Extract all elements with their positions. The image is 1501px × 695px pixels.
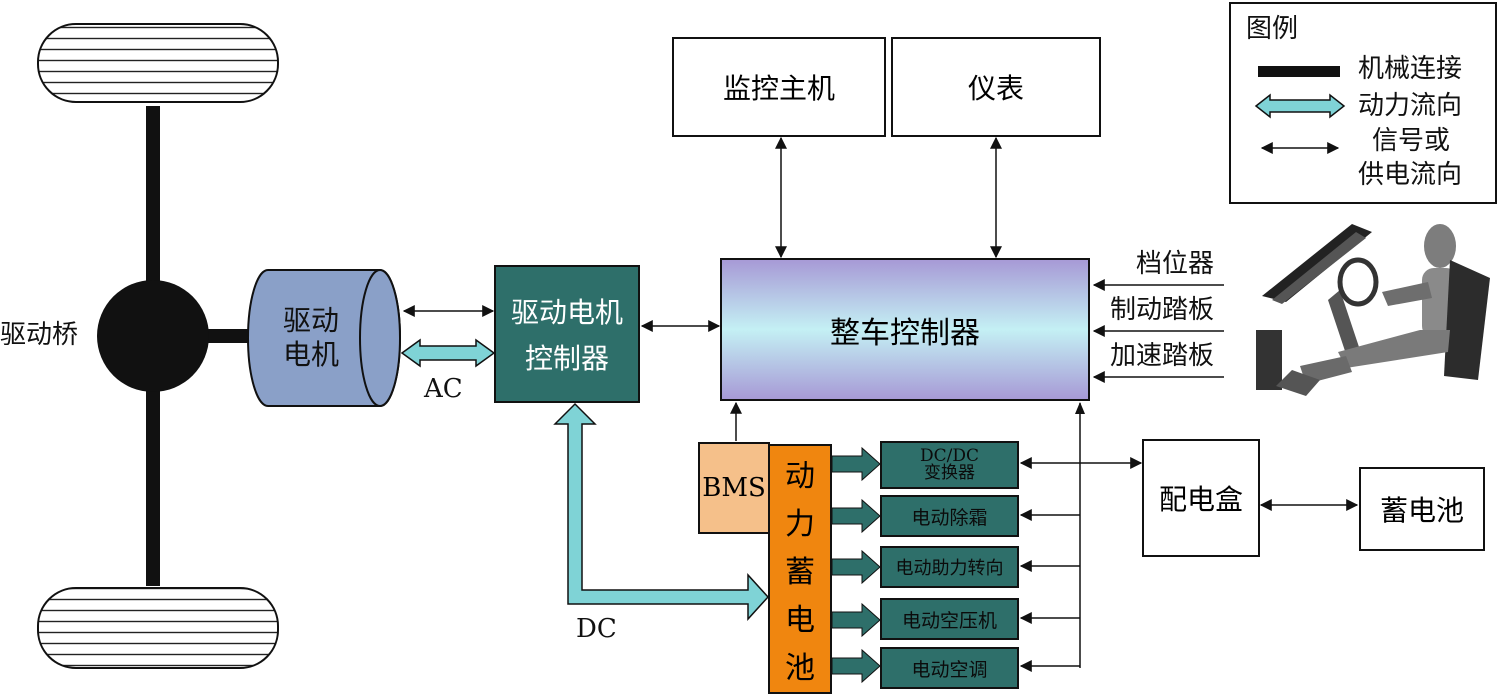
drive-motor-label-line2: 电机 xyxy=(282,338,339,371)
electric-aircon-label: 电动空调 xyxy=(911,658,988,681)
driver-illustration xyxy=(1256,224,1490,396)
distribution-box-label: 配电盒 xyxy=(1158,483,1243,516)
vcu-label: 整车控制器 xyxy=(830,315,980,351)
power-battery-char-5: 池 xyxy=(785,651,815,686)
vcu-bus-arrowhead xyxy=(1075,402,1085,414)
dcdc-converter-box: DC/DC 变换器 xyxy=(880,441,1019,489)
motor-controller-box: 驱动电机 控制器 xyxy=(494,265,640,403)
motor-controller-label-line1: 驱动电机 xyxy=(510,296,623,329)
power-battery-char-3: 蓄 xyxy=(785,555,815,590)
instrument-label: 仪表 xyxy=(967,72,1024,105)
motor-controller-label-line2: 控制器 xyxy=(524,342,609,375)
legend-mechanical-label: 机械连接 xyxy=(1358,54,1463,84)
monitor-host-box: 监控主机 xyxy=(672,37,886,137)
electric-defrost-box: 电动除霜 xyxy=(880,495,1019,537)
electric-compressor-box: 电动空压机 xyxy=(880,598,1019,640)
dc-label: DC xyxy=(576,614,617,644)
brake-pedal-label: 制动踏板 xyxy=(1110,295,1215,325)
bms-label: BMS xyxy=(702,473,766,503)
storage-battery-box: 蓄电池 xyxy=(1359,467,1485,551)
bms-box: BMS xyxy=(698,442,770,534)
battery-load-arrows xyxy=(831,446,881,684)
electric-aircon-box: 电动空调 xyxy=(880,647,1019,689)
axle-to-motor-shaft xyxy=(205,329,250,343)
legend-signal-label-line1: 信号或 xyxy=(1372,126,1451,156)
electric-steering-label: 电动助力转向 xyxy=(895,558,1004,579)
instrument-box: 仪表 xyxy=(891,37,1101,137)
power-battery-char-2: 力 xyxy=(785,507,815,542)
electric-defrost-label: 电动除霜 xyxy=(911,506,988,529)
legend-signal-label-line2: 供电流向 xyxy=(1358,160,1463,190)
drive-motor-label: 驱动 电机 xyxy=(256,298,366,378)
accelerator-pedal-label: 加速踏板 xyxy=(1110,341,1215,371)
drive-axle-label: 驱动桥 xyxy=(0,320,79,350)
power-battery-char-1: 动 xyxy=(785,459,815,494)
ac-power-arrow xyxy=(400,338,496,368)
distribution-box: 配电盒 xyxy=(1142,439,1260,557)
storage-battery-label: 蓄电池 xyxy=(1379,494,1464,527)
legend-power-flow-symbol xyxy=(1254,93,1346,119)
drive-motor-label-line1: 驱动 xyxy=(282,304,339,337)
dcdc-label-line1: DC/DC xyxy=(919,446,979,466)
power-battery-box: 动 力 蓄 电 池 xyxy=(768,444,832,694)
legend-box xyxy=(1229,2,1497,204)
drive-motor-shape xyxy=(247,269,401,407)
dcdc-label-line2: 变换器 xyxy=(924,463,975,483)
bottom-wheel xyxy=(37,587,279,669)
electric-steering-box: 电动助力转向 xyxy=(880,546,1019,588)
legend-power-flow-label: 动力流向 xyxy=(1358,91,1463,121)
gear-selector-label: 档位器 xyxy=(1136,249,1215,279)
monitor-host-label: 监控主机 xyxy=(722,72,835,105)
top-wheel xyxy=(37,23,279,103)
legend-mechanical-symbol xyxy=(1258,66,1340,77)
legend-title: 图例 xyxy=(1246,14,1299,44)
power-battery-char-4: 电 xyxy=(785,603,815,638)
drive-axle-hub xyxy=(97,280,209,392)
ac-label: AC xyxy=(424,374,463,404)
vcu-box: 整车控制器 xyxy=(720,258,1090,401)
dc-power-arrow xyxy=(553,402,770,621)
electric-compressor-label: 电动空压机 xyxy=(901,609,997,632)
